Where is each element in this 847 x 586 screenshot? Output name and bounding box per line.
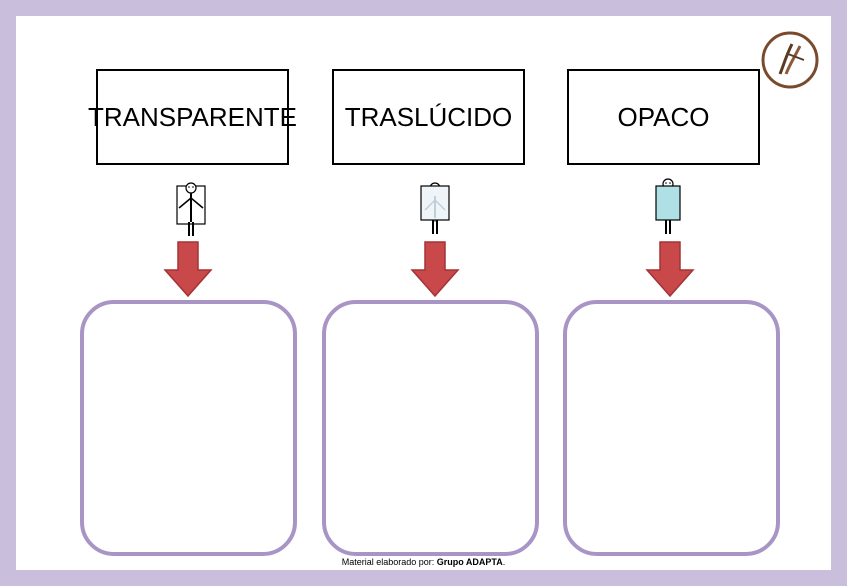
down-arrow-icon — [163, 241, 213, 298]
category-label-text: OPACO — [617, 101, 710, 132]
category-label-text: TRANSPARENTE — [88, 101, 297, 132]
adapta-logo-icon — [761, 31, 819, 89]
answer-box-transparente[interactable] — [80, 300, 297, 556]
footer-author: Grupo ADAPTA — [436, 557, 503, 567]
person-behind-clear-glass-icon — [176, 182, 206, 236]
footer-suffix: . — [502, 557, 506, 567]
person-behind-frosted-glass-icon — [420, 182, 450, 234]
category-label-text: TRASLÚCIDO — [344, 101, 513, 132]
person-behind-opaque-panel-icon — [655, 178, 681, 234]
down-arrow-icon — [410, 241, 460, 298]
category-label-opaco: OPACO — [567, 69, 760, 165]
answer-box-opaco[interactable] — [563, 300, 780, 556]
answer-box-traslucido[interactable] — [322, 300, 539, 556]
down-arrow-icon — [645, 241, 695, 298]
category-label-traslucido: TRASLÚCIDO — [332, 69, 525, 165]
category-label-transparente: TRANSPARENTE — [88, 69, 297, 165]
footer-credit: Material elaborado por: Grupo ADAPTA. — [0, 557, 847, 567]
footer-prefix: Material elaborado por: — [341, 557, 437, 567]
